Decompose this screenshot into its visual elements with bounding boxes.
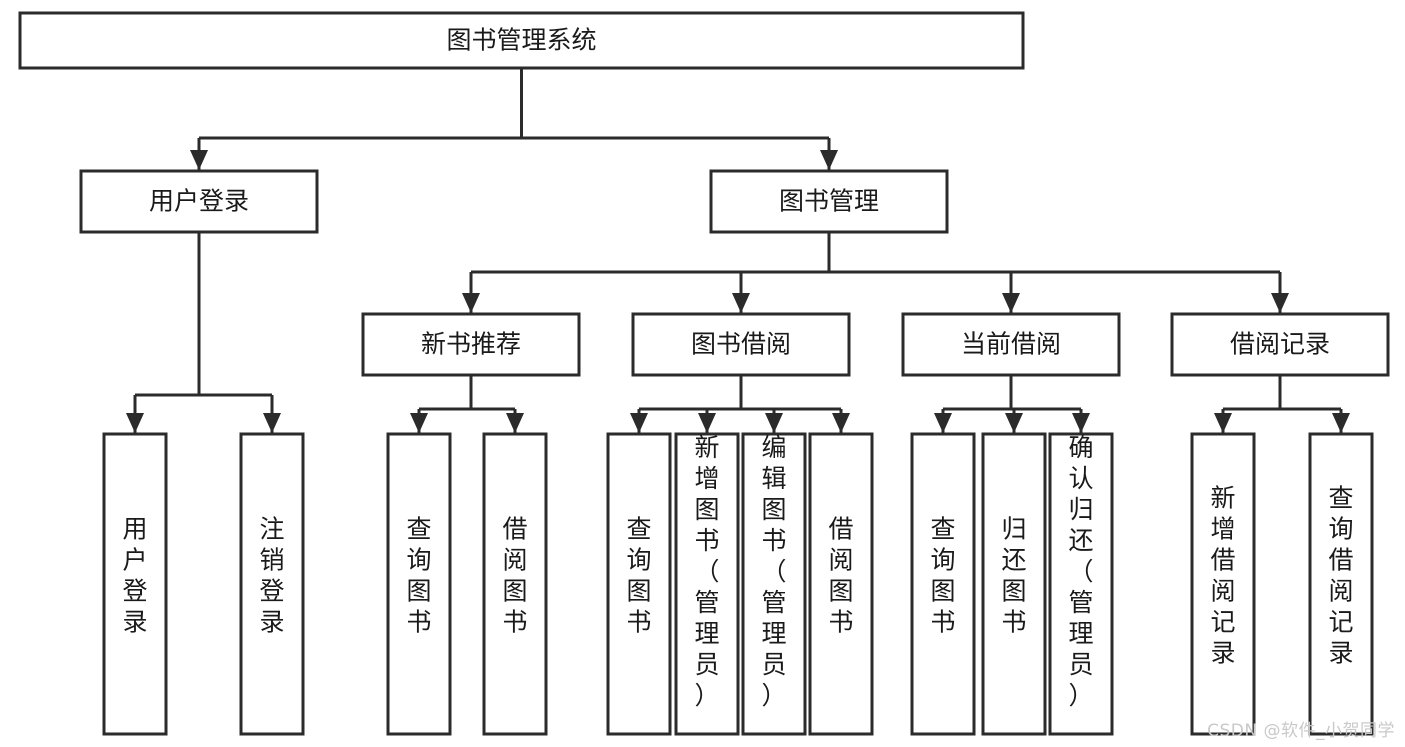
node-leaf-query-book-2[interactable]: 查询图书 [606,432,672,736]
arrow-head-icon [765,413,783,433]
arrow-head-icon [1005,413,1023,433]
node-label: 查询借阅记录 [1328,484,1353,668]
arrow-head-icon [190,150,208,170]
arrow-head-icon [1332,413,1350,433]
node-label: 图书管理 [779,187,879,216]
node-leaf-return-book[interactable]: 归还图书 [981,432,1047,736]
node-label: 编辑图书（管理员） [761,433,786,710]
arrow-head-icon [698,413,716,433]
node-label: 图书借阅 [691,330,791,359]
arrow-head-icon [126,413,144,433]
arrow-head-icon [506,413,524,433]
node-new-book-recommend[interactable]: 新书推荐 [361,312,581,377]
node-label: 借阅图书 [502,515,527,637]
node-root[interactable]: 图书管理系统 [18,11,1025,70]
node-label: 查询图书 [406,515,431,637]
node-box [709,169,949,234]
node-leaf-borrow-book-2[interactable]: 借阅图书 [808,432,874,736]
node-label: 查询图书 [626,515,651,637]
node-leaf-borrow-book-1[interactable]: 借阅图书 [482,432,548,736]
node-box [741,432,807,736]
node-box [1190,432,1256,736]
node-label: 新增图书（管理员） [694,433,719,710]
node-book-borrow[interactable]: 图书借阅 [631,312,851,377]
node-box [239,432,305,736]
node-leaf-logout[interactable]: 注销登录 [239,432,305,736]
node-box [482,432,548,736]
node-box [386,432,452,736]
node-label: 查询图书 [930,515,955,637]
node-box [606,432,672,736]
arrow-head-icon [263,413,281,433]
node-leaf-edit-book[interactable]: 编辑图书（管理员） [741,432,807,736]
arrow-head-icon [1072,413,1090,433]
node-box [102,432,168,736]
node-box [1048,432,1114,736]
node-label: 用户登录 [122,515,147,637]
node-label: 确认归还（管理员） [1068,433,1093,710]
node-leaf-user-login[interactable]: 用户登录 [102,432,168,736]
node-book-management[interactable]: 图书管理 [709,169,949,234]
arrow-head-icon [410,413,428,433]
node-leaf-query-book-1[interactable]: 查询图书 [386,432,452,736]
arrow-head-icon [630,413,648,433]
arrow-head-icon [462,293,480,313]
nodes-layer: 图书管理系统用户登录图书管理新书推荐图书借阅当前借阅借阅记录用户登录注销登录查询… [18,11,1390,736]
arrow-head-icon [1002,293,1020,313]
node-box [361,312,581,377]
node-box [910,432,976,736]
node-label: 借阅记录 [1230,330,1330,359]
node-box [18,11,1025,70]
node-leaf-add-book[interactable]: 新增图书（管理员） [674,432,740,736]
node-leaf-confirm-return[interactable]: 确认归还（管理员） [1048,432,1114,736]
node-label: 图书管理系统 [446,26,596,55]
arrow-head-icon [820,150,838,170]
arrow-head-icon [832,413,850,433]
arrow-head-icon [732,293,750,313]
node-label: 归还图书 [1001,515,1026,637]
node-box [1308,432,1374,736]
node-leaf-add-borrow-record[interactable]: 新增借阅记录 [1190,432,1256,736]
node-borrow-record[interactable]: 借阅记录 [1170,312,1390,377]
node-label: 新书推荐 [421,330,521,359]
connectors-layer [126,68,1350,433]
node-box [79,169,319,234]
node-current-borrow[interactable]: 当前借阅 [901,312,1121,377]
arrow-head-icon [1214,413,1232,433]
node-user-login[interactable]: 用户登录 [79,169,319,234]
arrow-head-icon [934,413,952,433]
node-label: 当前借阅 [961,330,1061,359]
node-box [808,432,874,736]
node-box [1170,312,1390,377]
node-box [981,432,1047,736]
node-label: 借阅图书 [828,515,853,637]
node-leaf-query-borrow-record[interactable]: 查询借阅记录 [1308,432,1374,736]
node-box [631,312,851,377]
node-label: 新增借阅记录 [1210,484,1235,668]
node-label: 用户登录 [149,187,249,216]
node-box [674,432,740,736]
node-box [901,312,1121,377]
arrow-head-icon [1271,293,1289,313]
node-label: 注销登录 [259,515,284,637]
node-leaf-query-book-3[interactable]: 查询图书 [910,432,976,736]
